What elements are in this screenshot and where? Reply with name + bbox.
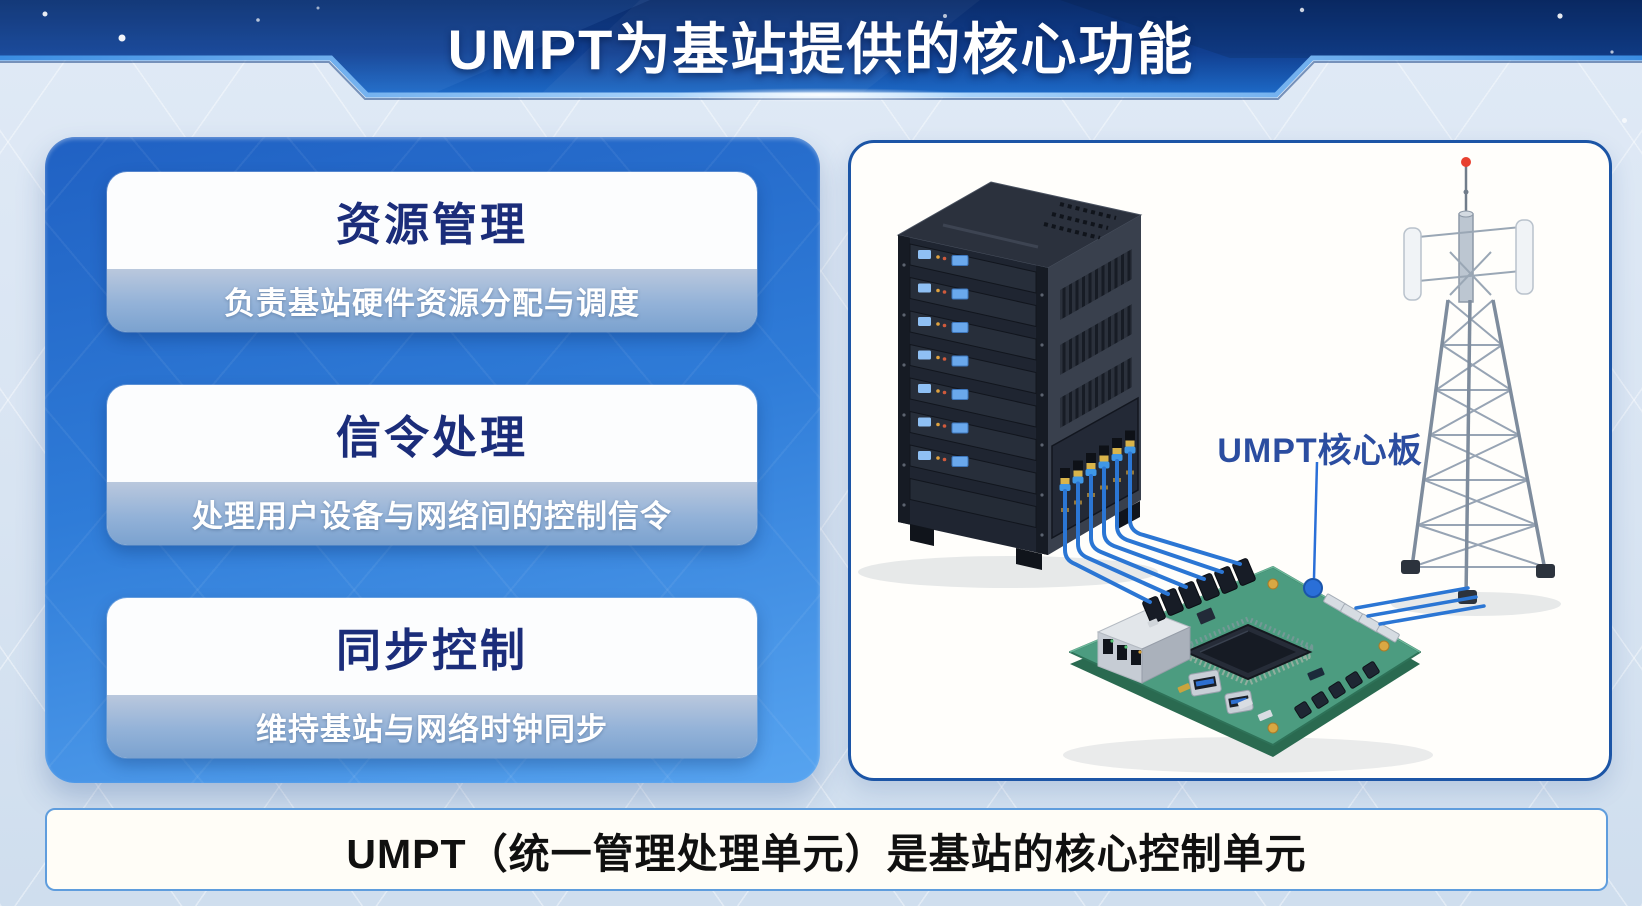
footer-bar: UMPT（统一管理处理单元）是基站的核心控制单元 [45, 808, 1608, 891]
board-label-callout [1303, 461, 1323, 598]
banner-background-graphic [0, 0, 1642, 102]
feature-title: 同步控制 [335, 625, 528, 676]
main-chip [1180, 616, 1316, 687]
server-rack-illustration [896, 181, 1143, 570]
feature-card-resource-management: 资源管理 负责基站硬件资源分配与调度 [107, 172, 757, 332]
feature-card-sync-control: 同步控制 维持基站与网络时钟同步 [107, 598, 757, 758]
ethernet-ports [1096, 609, 1192, 684]
slide-title: UMPT为基站提供的核心功能 [447, 18, 1195, 81]
board-small-components [1147, 607, 1325, 722]
footer-text: UMPT（统一管理处理单元）是基站的核心控制单元 [346, 830, 1307, 877]
cell-tower-illustration [1401, 157, 1555, 604]
antenna-panel-left [1403, 227, 1422, 301]
banner-star-dots [42, 6, 1614, 54]
diagram-panel: UMPT核心板 [848, 140, 1612, 781]
circuit-board-illustration [1069, 557, 1421, 757]
tower-legs [1410, 299, 1547, 599]
feature-card-signaling-processing: 信令处理 处理用户设备与网络间的控制信令 [107, 385, 757, 545]
antenna-warning-light [1461, 157, 1471, 167]
board-to-tower-cables [1354, 586, 1486, 626]
ground-shadows [858, 556, 1561, 773]
tower-lattice [1411, 299, 1546, 568]
rack-to-board-cables [1063, 451, 1242, 604]
feature-title: 信令处理 [335, 412, 528, 463]
board-label: UMPT核心板 [1217, 432, 1423, 470]
background-dot [1622, 118, 1627, 123]
antenna-panel-right [1515, 219, 1534, 295]
diagram-illustration [858, 157, 1561, 773]
title-banner: UMPT为基站提供的核心功能 [0, 0, 1642, 118]
callout-marker-dot [1303, 578, 1323, 598]
feature-title: 资源管理 [335, 199, 528, 250]
feature-description: 维持基站与网络时钟同步 [107, 695, 757, 758]
feature-panel: 资源管理 负责基站硬件资源分配与调度 信令处理 处理用户设备与网络间的控制信令 … [45, 137, 820, 783]
feature-description: 负责基站硬件资源分配与调度 [107, 269, 757, 332]
feature-description: 处理用户设备与网络间的控制信令 [107, 482, 757, 545]
